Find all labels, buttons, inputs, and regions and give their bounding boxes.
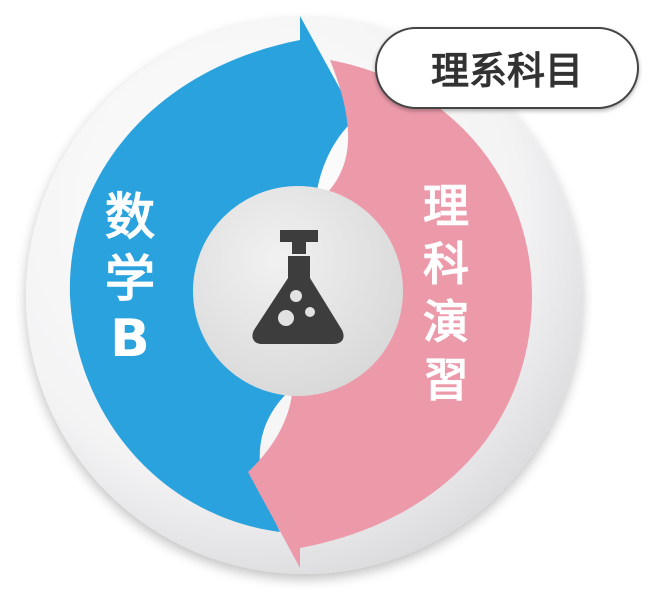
left-label-char: 数 [105,188,155,246]
flask-icon-bubble [290,290,302,302]
flask-icon-bubble [278,310,294,326]
badge-pill [375,27,639,109]
flask-icon-cap [280,230,318,254]
left-label-char: B [110,309,150,369]
right-label-char: 科 [423,237,469,291]
right-label-char: 理 [423,179,469,233]
right-label-char: 習 [423,353,469,407]
left-segment-label: 数 学 B [105,188,155,369]
badge-label: 理系科目 [431,49,583,93]
flask-icon [252,230,344,344]
right-segment-label: 理 科 演 習 [423,179,469,407]
subject-badge: 理系科目 [375,27,639,109]
flask-icon-bubble [305,307,315,317]
left-label-char: 学 [105,250,155,308]
right-label-char: 演 [423,295,469,349]
